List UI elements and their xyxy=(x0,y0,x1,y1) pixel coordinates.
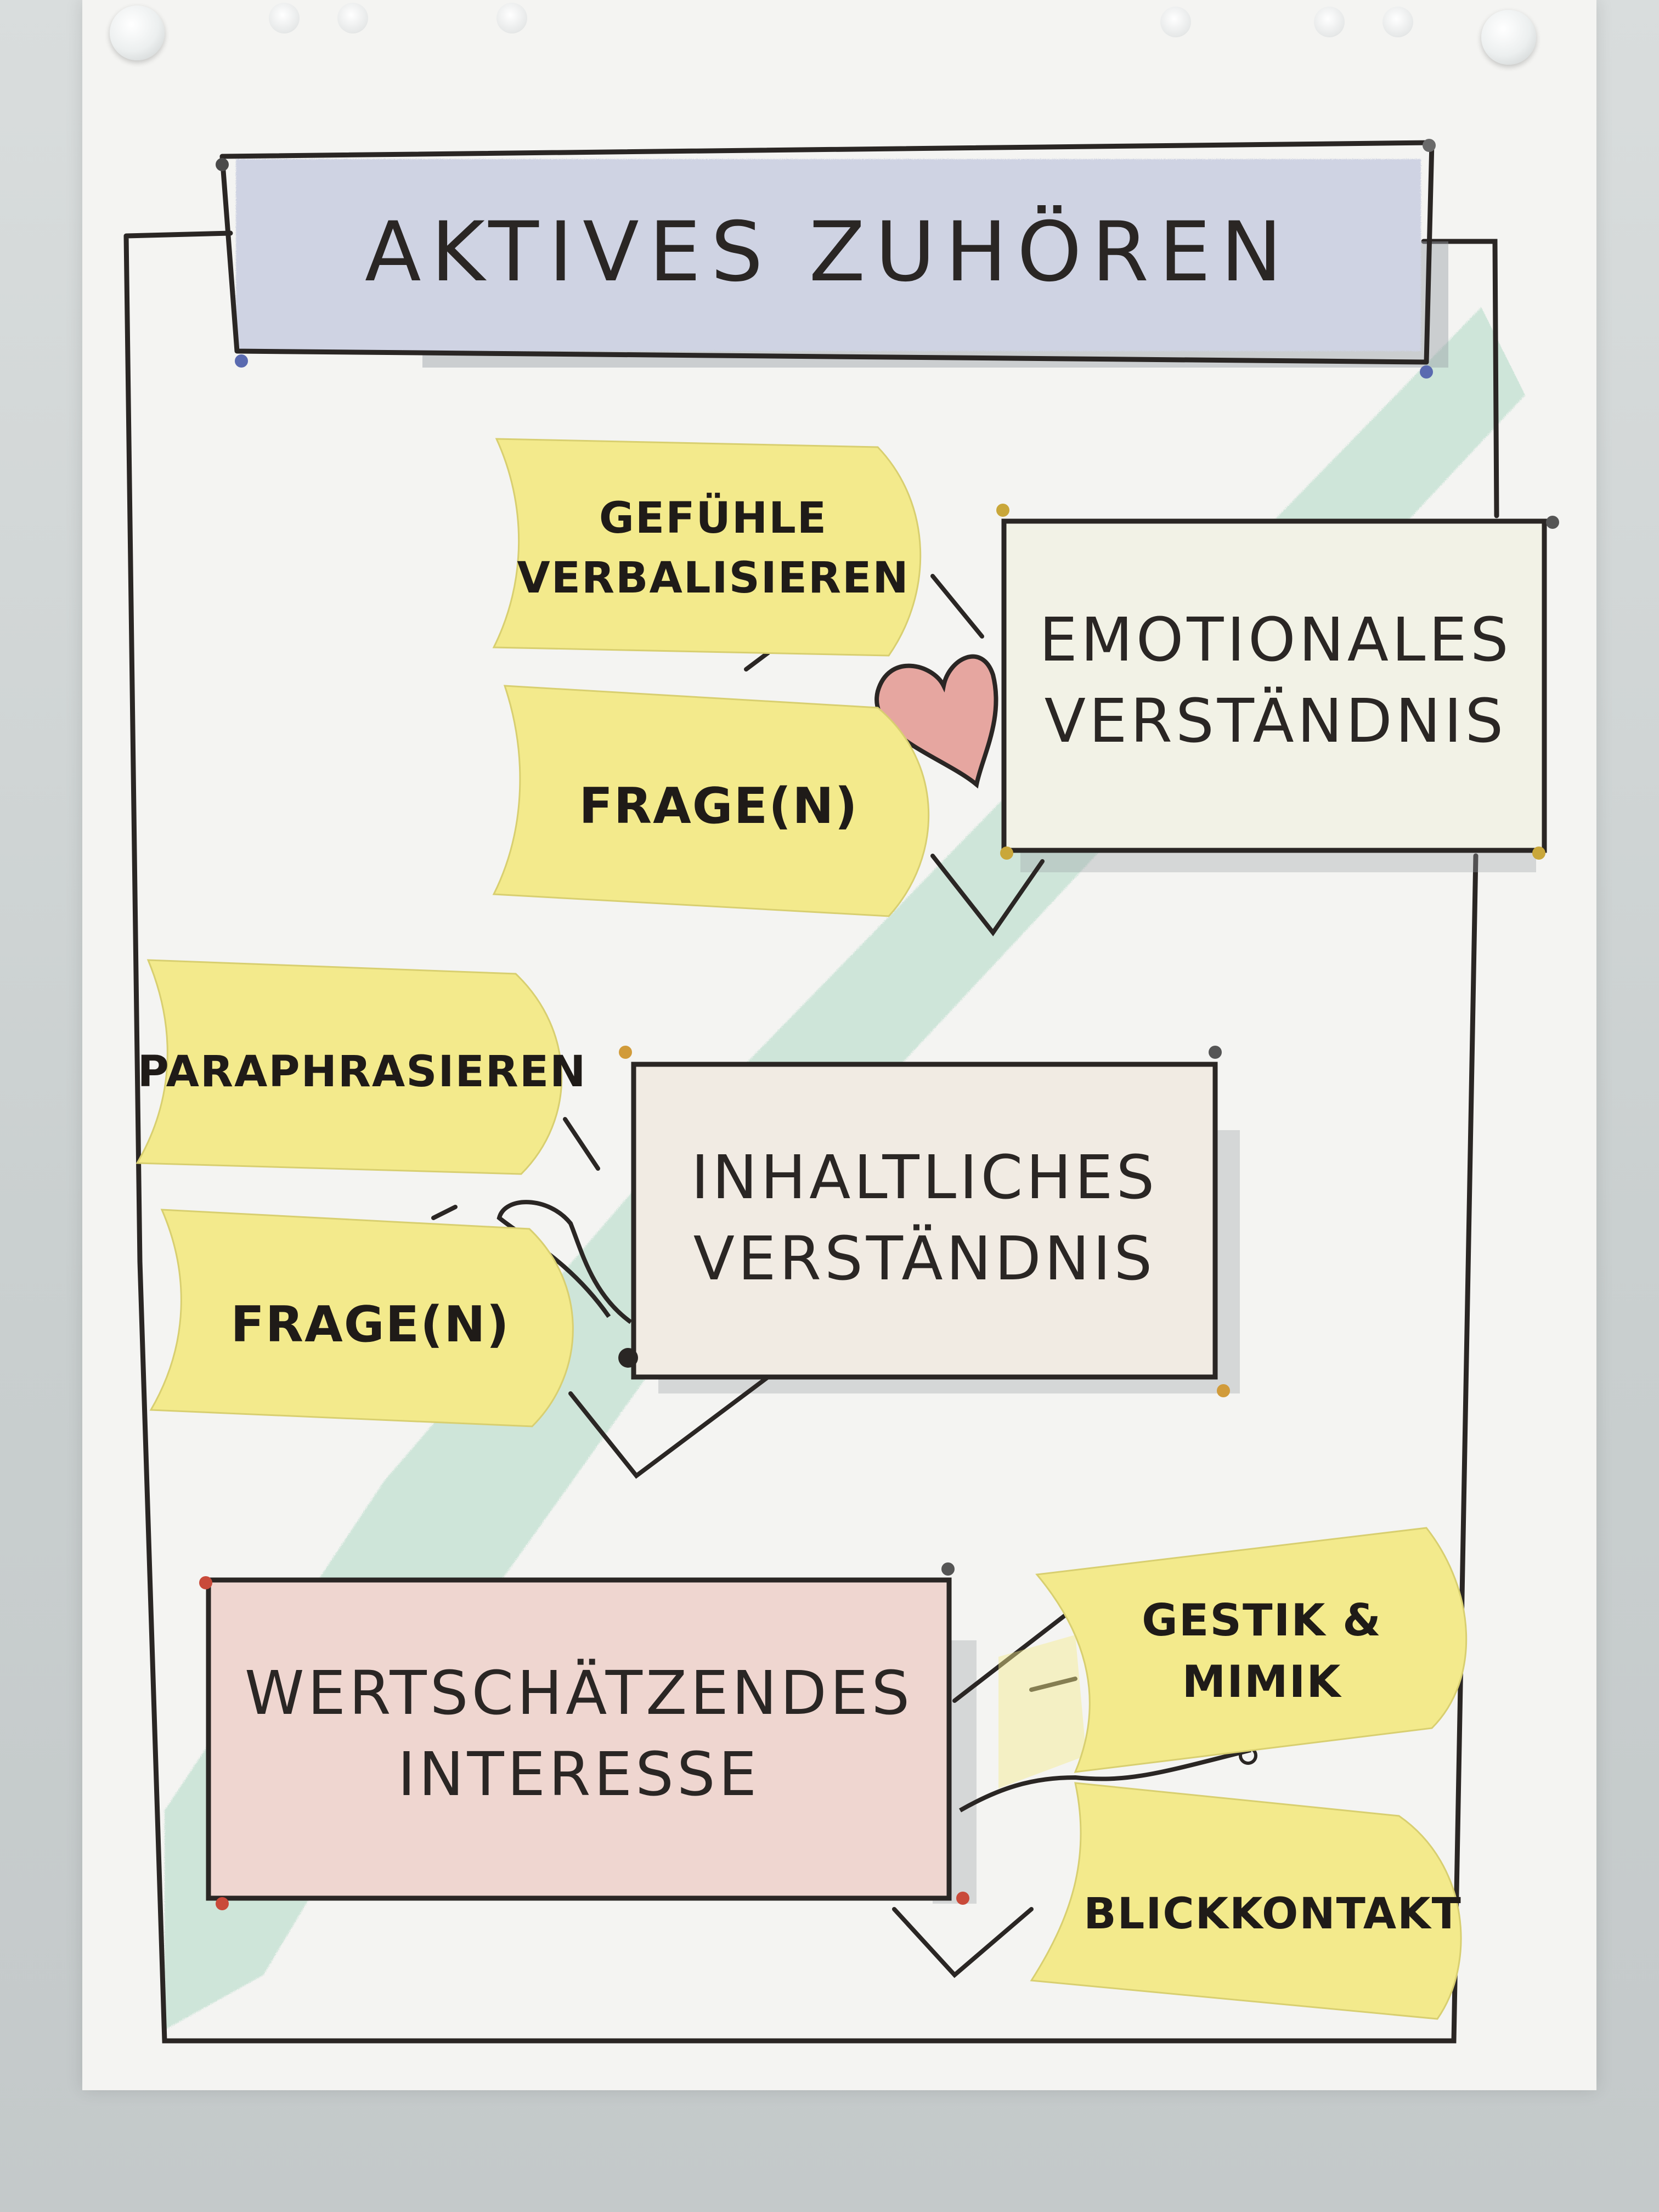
section-box-interest xyxy=(206,1577,952,1901)
sticky-note-shape xyxy=(1030,1782,1462,2020)
sticky-note-frage-emotional: FRAGE(N) xyxy=(579,777,859,835)
corner-dot xyxy=(1423,139,1436,152)
corner-dot xyxy=(1532,847,1545,860)
sticky-note-shape xyxy=(1035,1527,1468,1773)
paper-hole xyxy=(337,3,368,33)
corner-dot xyxy=(941,1562,955,1576)
section-heading-interest: WERTSCHÄTZENDES INTERESSE xyxy=(244,1657,913,1810)
corner-dot xyxy=(1209,1046,1222,1059)
sticky-note-shape xyxy=(492,438,922,657)
sticky-note-blickkontakt: BLICKKONTAKT xyxy=(1084,1889,1462,1939)
paper-hole xyxy=(269,3,300,33)
corner-dot xyxy=(235,354,248,368)
corner-dot xyxy=(1000,847,1013,860)
paper-hole xyxy=(1383,7,1413,37)
corner-dot xyxy=(996,504,1009,517)
connector-lines xyxy=(431,1117,770,1479)
section-heading-content: INHALTLICHES VERSTÄNDNIS xyxy=(691,1142,1158,1294)
sticky-note-paraphrasieren: PARAPHRASIEREN xyxy=(137,1047,587,1097)
paper-hole xyxy=(496,3,527,33)
corner-dot xyxy=(216,158,229,171)
title-banner-border xyxy=(219,140,1435,365)
sticky-note-shape xyxy=(149,1209,574,1427)
connector-lines xyxy=(892,1605,1077,1978)
section-box-emotional xyxy=(1001,518,1547,853)
ear-icon xyxy=(496,1200,633,1324)
paper-hole xyxy=(1314,7,1345,37)
sticky-note-shape xyxy=(492,685,930,917)
pin-right xyxy=(1481,10,1536,65)
section-box-content xyxy=(631,1062,1218,1380)
corner-dot xyxy=(956,1892,969,1905)
page-title: AKTIVES ZUHÖREN xyxy=(364,204,1293,300)
corner-dot xyxy=(216,1897,229,1910)
corner-dot xyxy=(619,1046,632,1059)
corner-dot xyxy=(199,1576,212,1589)
corner-dot xyxy=(1546,516,1559,529)
corner-dot xyxy=(1217,1384,1230,1397)
connector-lines xyxy=(744,574,1045,936)
pin-left xyxy=(110,5,165,60)
paper-hole xyxy=(1160,7,1191,37)
section-heading-emotional: EMOTIONALES VERSTÄNDNIS xyxy=(1039,604,1512,757)
title-banner xyxy=(236,159,1421,351)
corner-dot xyxy=(1420,365,1433,379)
ear-dot xyxy=(618,1348,638,1368)
sticky-note-gefuehle-verbalisieren: GEFÜHLE VERBALISIEREN xyxy=(517,493,910,603)
sticky-note-gestik-mimik: GESTIK & MIMIK xyxy=(1142,1595,1382,1707)
sticky-note-shape xyxy=(136,959,563,1175)
sticky-note-frage-content: FRAGE(N) xyxy=(230,1296,510,1353)
eye-icon xyxy=(959,1748,1251,1813)
yellow-wash xyxy=(998,1635,1086,1788)
